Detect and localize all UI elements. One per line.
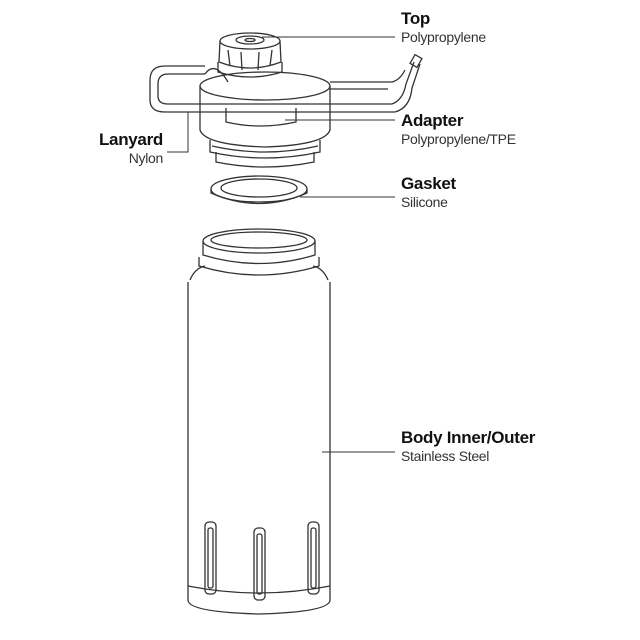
part-material: Nylon <box>128 150 164 166</box>
label-gasket: Gasket Silicone <box>401 174 456 210</box>
leader-lanyard <box>167 112 189 153</box>
bottle-body-drawing <box>187 228 331 615</box>
part-name: Gasket <box>401 174 456 193</box>
adapter-drawing <box>199 71 331 168</box>
part-material: Polypropylene/TPE <box>401 131 516 147</box>
label-lanyard: Lanyard Nylon <box>99 130 163 166</box>
part-name: Adapter <box>401 111 464 130</box>
top-cap-drawing <box>217 32 283 78</box>
label-top: Top Polypropylene <box>401 9 486 45</box>
part-name: Lanyard <box>98 130 163 149</box>
part-material: Polypropylene <box>401 29 486 45</box>
leader-lines <box>167 36 395 453</box>
label-adapter: Adapter Polypropylene/TPE <box>401 111 516 147</box>
part-name: Top <box>401 9 430 28</box>
part-material: Silicone <box>401 194 448 210</box>
label-body: Body Inner/Outer Stainless Steel <box>401 428 535 464</box>
part-name: Body Inner/Outer <box>401 428 536 447</box>
gasket-drawing <box>210 175 308 205</box>
lanyard-drawing <box>149 53 423 113</box>
part-material: Stainless Steel <box>401 448 490 464</box>
